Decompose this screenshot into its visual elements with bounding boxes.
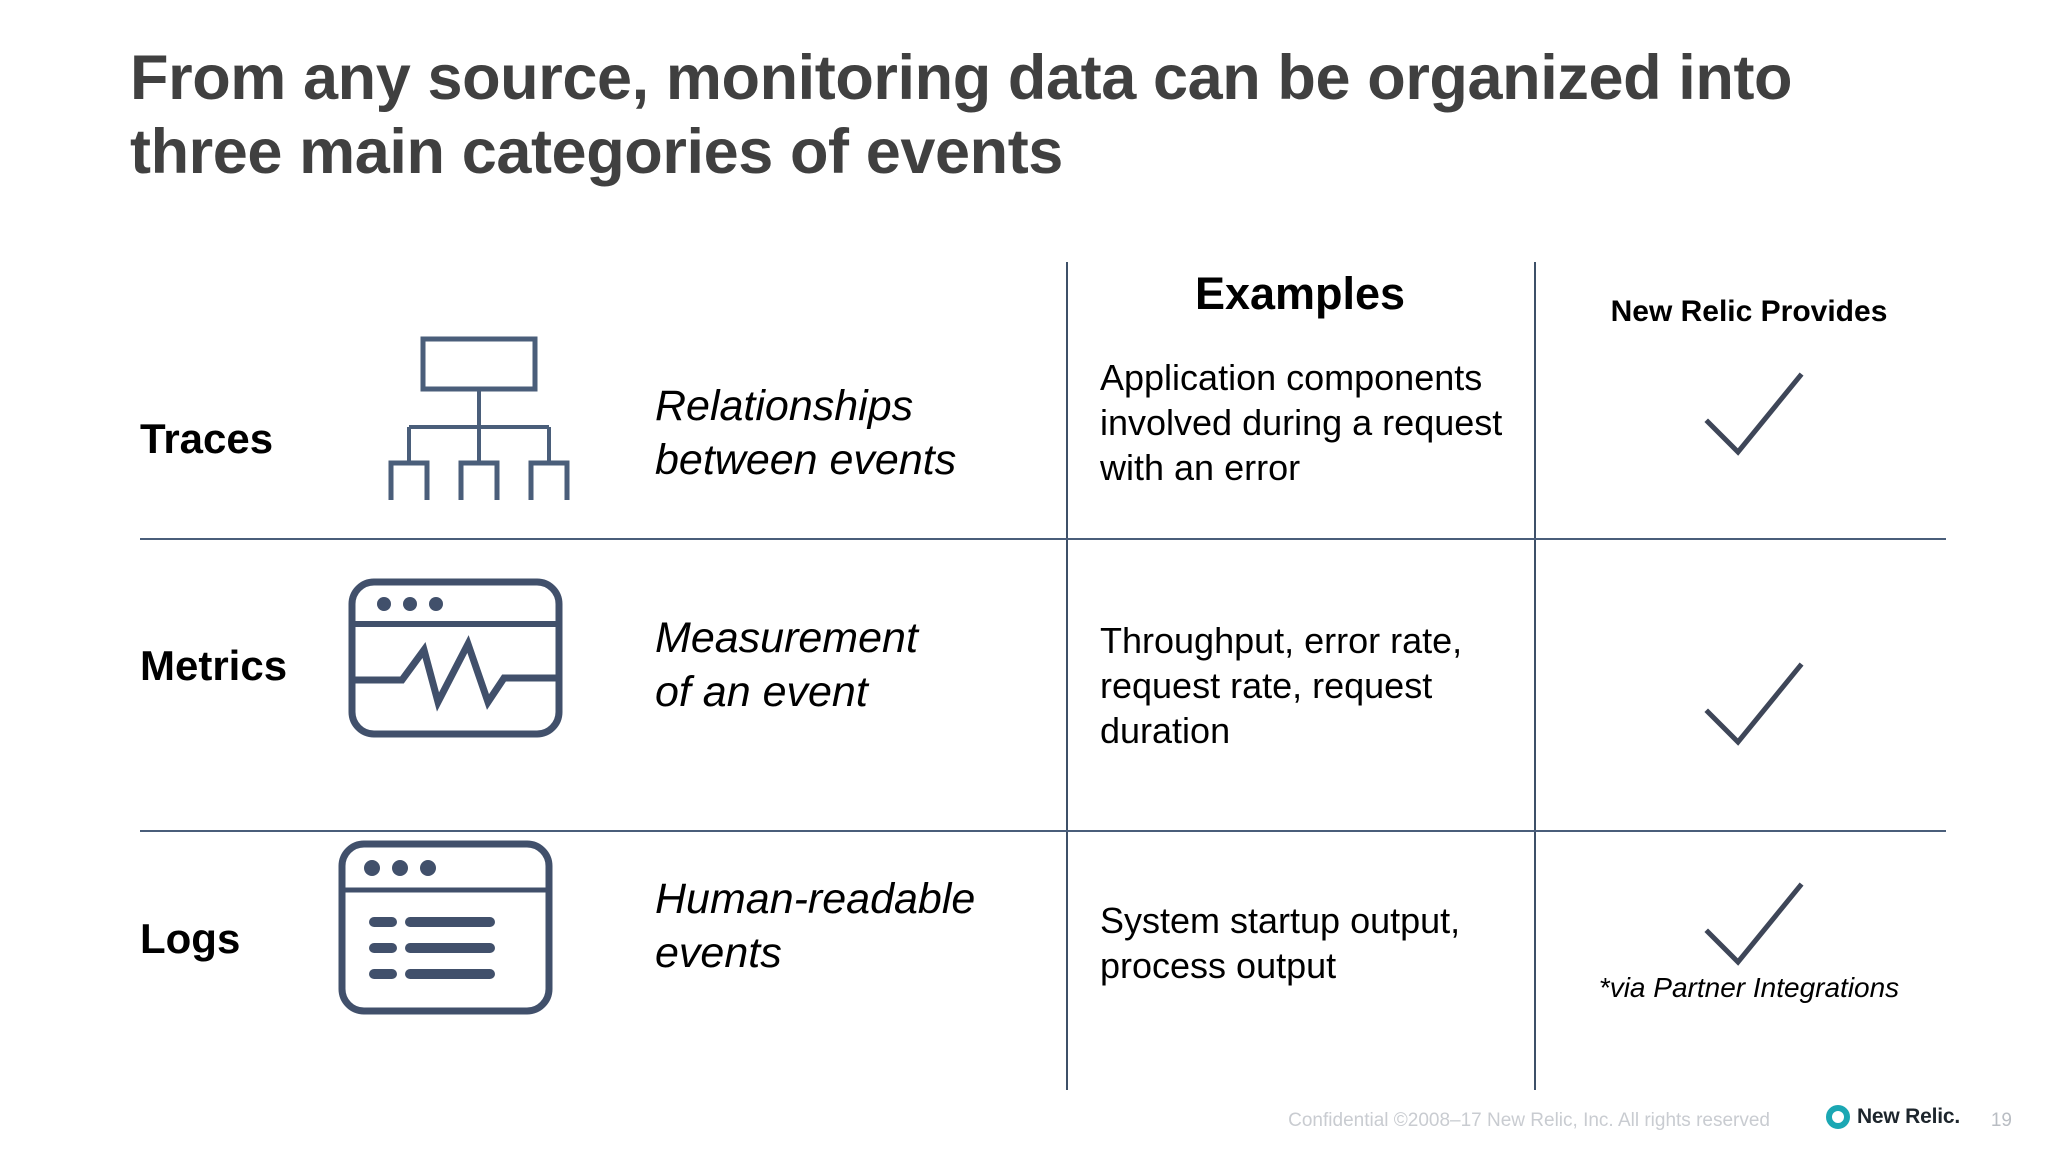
examples-logs: System startup output, process output — [1100, 900, 1461, 986]
page-title: From any source, monitoring data can be … — [130, 42, 2010, 189]
confidential-notice: Confidential ©2008–17 New Relic, Inc. Al… — [1288, 1110, 1770, 1131]
definition-logs: Human-readable events — [655, 873, 1055, 981]
new-relic-ring-icon — [1825, 1105, 1850, 1129]
checkmark-icon — [1700, 360, 1810, 470]
definition-logs-line-1: Human-readable — [655, 875, 976, 923]
title-line-1: From any source, monitoring data can be … — [130, 43, 1793, 113]
definition-traces-line-1: Relationships — [655, 382, 914, 430]
row-divider-metrics-logs — [140, 830, 1946, 832]
page-number: 19 — [1990, 1110, 2012, 1131]
new-relic-logo: New Relic. — [1825, 1105, 1960, 1129]
definition-traces-line-2: between events — [655, 435, 957, 484]
slide-footer: Confidential ©2008–17 New Relic, Inc. Al… — [0, 1105, 2048, 1145]
definition-metrics-line-1: Measurement — [655, 614, 918, 662]
column-divider-provides — [1534, 262, 1536, 1090]
definition-metrics: Measurement of an event — [655, 612, 1055, 720]
examples-traces: Application components involved during a… — [1100, 357, 1503, 488]
definition-traces: Relationships between events — [655, 380, 1055, 488]
row-label-logs: Logs — [140, 915, 241, 962]
definition-logs-line-2: events — [655, 928, 782, 977]
row-label-traces: Traces — [140, 415, 274, 462]
checkmark-icon — [1700, 650, 1810, 760]
column-divider-examples — [1066, 262, 1068, 1090]
partner-integrations-footnote: *via Partner Integrations — [1598, 972, 1900, 1003]
column-header-new-relic-provides: New Relic Provides — [1610, 295, 1888, 328]
logs-list-window-icon — [338, 840, 553, 1020]
new-relic-wordmark: New Relic. — [1856, 1105, 1960, 1128]
definition-metrics-line-2: of an event — [655, 667, 868, 716]
trace-tree-icon — [385, 335, 575, 510]
examples-metrics: Throughput, error rate, request rate, re… — [1100, 620, 1463, 751]
row-divider-traces-metrics — [140, 538, 1946, 540]
column-header-examples: Examples — [1194, 268, 1406, 319]
row-label-metrics: Metrics — [140, 642, 288, 689]
title-line-2: three main categories of events — [130, 116, 1063, 187]
metrics-chart-window-icon — [348, 578, 563, 743]
checkmark-icon — [1700, 870, 1810, 980]
